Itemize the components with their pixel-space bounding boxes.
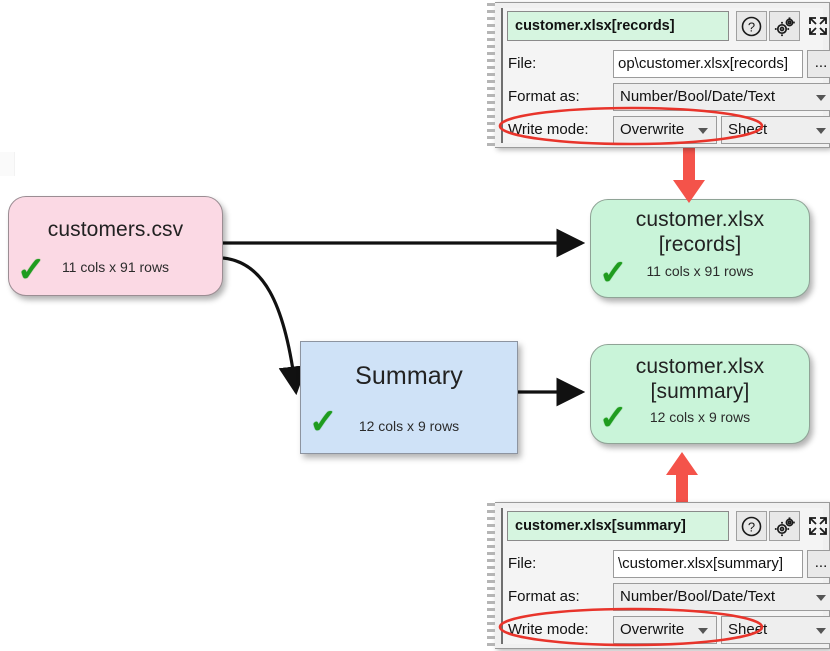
- chevron-down-icon: [698, 128, 708, 134]
- annotation-arrow-up-to-summary: [666, 452, 698, 507]
- format-value: Number/Bool/Date/Text: [620, 588, 776, 605]
- file-row: File: \customer.xlsx[summary] ...: [507, 549, 830, 580]
- write-mode-label: Write mode:: [508, 121, 589, 138]
- check-icon: ✓: [17, 251, 46, 289]
- annotation-arrow-down-to-records: [673, 148, 705, 203]
- file-row: File: op\customer.xlsx[records] ...: [507, 49, 830, 80]
- settings-panel-records[interactable]: customer.xlsx[records] ?: [487, 2, 830, 148]
- write-mode-select[interactable]: Overwrite: [613, 616, 717, 644]
- write-target-value: Sheet: [728, 121, 768, 138]
- panel-torn-edge: [487, 3, 495, 147]
- canvas-left-edge-band: [0, 152, 15, 176]
- node-title: customer.xlsx [records]: [591, 207, 809, 257]
- panel-title-field[interactable]: customer.xlsx[summary]: [507, 511, 729, 541]
- file-browse-button[interactable]: ...: [807, 50, 830, 78]
- format-select[interactable]: Number/Bool/Date/Text: [613, 583, 830, 611]
- svg-text:?: ?: [748, 19, 755, 34]
- panel-header: customer.xlsx[records] ?: [507, 11, 827, 41]
- node-subtitle: 12 cols x 9 rows: [358, 418, 460, 434]
- panel-title-field[interactable]: customer.xlsx[records]: [507, 11, 729, 41]
- expand-icon[interactable]: [802, 511, 830, 541]
- format-label: Format as:: [508, 588, 580, 605]
- write-target-select[interactable]: Sheet: [721, 116, 830, 144]
- node-subtitle: 11 cols x 91 rows: [646, 263, 754, 279]
- chevron-down-icon: [698, 628, 708, 634]
- check-icon: ✓: [599, 399, 628, 437]
- format-value: Number/Bool/Date/Text: [620, 88, 776, 105]
- write-mode-row: Write mode: Overwrite Sheet: [507, 115, 830, 146]
- chevron-down-icon: [816, 628, 826, 634]
- file-browse-button[interactable]: ...: [807, 550, 830, 578]
- panel-header: customer.xlsx[summary] ?: [507, 511, 827, 541]
- panel-body: customer.xlsx[summary] ?: [501, 508, 830, 646]
- format-label: Format as:: [508, 88, 580, 105]
- check-icon: ✓: [309, 403, 338, 441]
- format-row: Format as: Number/Bool/Date/Text: [507, 582, 830, 613]
- node-title-line2: [records]: [658, 233, 742, 256]
- write-mode-row: Write mode: Overwrite Sheet: [507, 615, 830, 646]
- node-summary[interactable]: ✓ Summary 12 cols x 9 rows: [300, 341, 518, 454]
- format-select[interactable]: Number/Bool/Date/Text: [613, 83, 830, 111]
- connector-csv-to-summary: [222, 256, 308, 396]
- svg-text:?: ?: [748, 519, 755, 534]
- node-subtitle: 11 cols x 91 rows: [61, 259, 170, 275]
- node-xlsx-summary[interactable]: ✓ customer.xlsx [summary] 12 cols x 9 ro…: [590, 344, 810, 444]
- gear-icon[interactable]: [769, 11, 800, 41]
- node-title: Summary: [355, 362, 463, 390]
- node-xlsx-records[interactable]: ✓ customer.xlsx [records] 11 cols x 91 r…: [590, 199, 810, 298]
- chevron-down-icon: [816, 95, 826, 101]
- write-mode-value: Overwrite: [620, 621, 685, 638]
- panel-torn-edge: [487, 503, 495, 648]
- write-target-select[interactable]: Sheet: [721, 616, 830, 644]
- settings-panel-summary[interactable]: customer.xlsx[summary] ?: [487, 502, 830, 649]
- file-input[interactable]: op\customer.xlsx[records]: [613, 50, 803, 78]
- file-input[interactable]: \customer.xlsx[summary]: [613, 550, 803, 578]
- node-title: customers.csv: [47, 218, 184, 241]
- panel-body: customer.xlsx[records] ?: [501, 8, 830, 146]
- expand-icon[interactable]: [802, 11, 830, 41]
- node-title-line2: [summary]: [650, 380, 750, 403]
- node-customers-csv[interactable]: ✓ customers.csv 11 cols x 91 rows: [8, 196, 223, 296]
- file-label: File:: [508, 55, 537, 72]
- chevron-down-icon: [816, 128, 826, 134]
- write-mode-label: Write mode:: [508, 621, 589, 638]
- file-label: File:: [508, 555, 537, 572]
- check-icon: ✓: [599, 254, 628, 292]
- write-mode-select[interactable]: Overwrite: [613, 116, 717, 144]
- node-title: customer.xlsx [summary]: [591, 354, 809, 404]
- gear-icon[interactable]: [769, 511, 800, 541]
- node-title-line1: customer.xlsx: [635, 208, 765, 231]
- help-icon[interactable]: ?: [736, 511, 767, 541]
- write-mode-value: Overwrite: [620, 121, 685, 138]
- format-row: Format as: Number/Bool/Date/Text: [507, 82, 830, 113]
- help-icon[interactable]: ?: [736, 11, 767, 41]
- chevron-down-icon: [816, 595, 826, 601]
- write-target-value: Sheet: [728, 621, 768, 638]
- node-title-line1: customer.xlsx: [635, 355, 765, 378]
- node-subtitle: 12 cols x 9 rows: [649, 409, 751, 425]
